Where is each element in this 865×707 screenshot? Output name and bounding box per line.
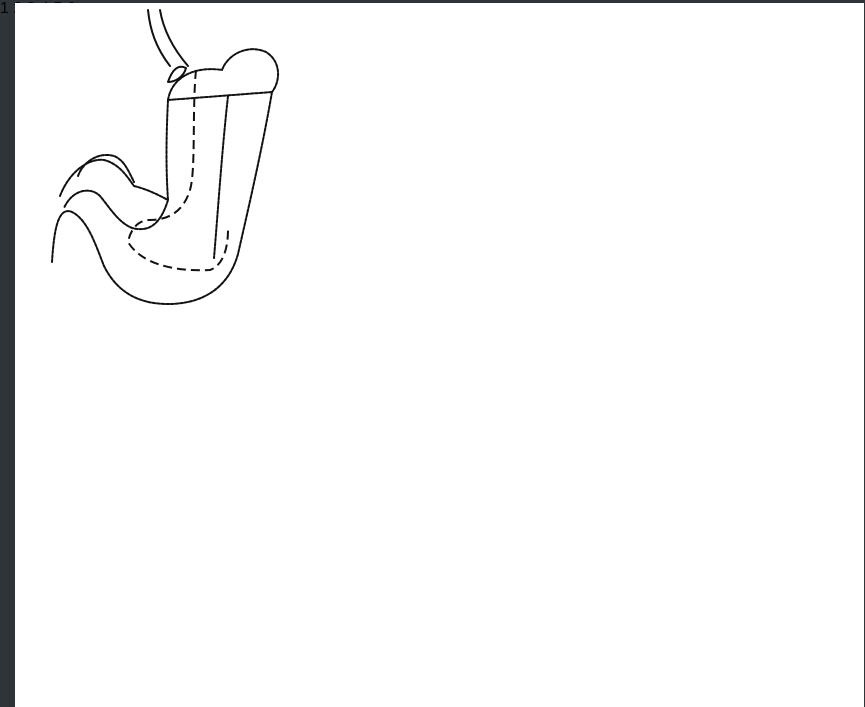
panel-1-pylorus-outline [60, 160, 168, 229]
panel-1-body-mid [214, 96, 228, 258]
panel-1-body-left [167, 100, 169, 200]
panel-1-small-lumen [168, 67, 186, 82]
panel-1-esophagus [148, 10, 188, 66]
panel-1-duodenum [78, 155, 134, 182]
panel-1-drawing [52, 10, 278, 304]
panel-1-fundus-line [168, 92, 272, 100]
